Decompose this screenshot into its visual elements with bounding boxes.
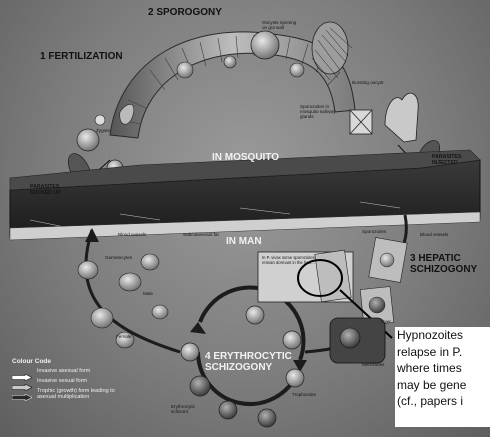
legend-item: Trophic (growth) form leading to asexual… (12, 388, 122, 401)
rbc-5 (181, 343, 199, 361)
legend-label: Invasive sexual form (37, 378, 87, 384)
label-es-2: schizont (171, 409, 188, 414)
legend-item: Invasive asexual form (12, 368, 122, 375)
label-subcutaneous-fat: Subcutaneous fat (183, 232, 219, 237)
region-mosquito: IN MOSQUITO (212, 153, 279, 164)
stage-erythrocytic: 4 ERYTHROCYTIC SCHIZOGONY (205, 352, 292, 373)
gametocyte-female (91, 308, 113, 328)
stage-sporogony: 2 SPOROGONY (148, 8, 222, 19)
callout-line: (cf., papers i (397, 393, 490, 410)
hypnozoite-callout: Hypnozoites relapse in P. where times ma… (395, 327, 490, 427)
legend-label: Trophic (growth) form leading to asexual… (37, 388, 122, 401)
gametocyte-1 (78, 261, 98, 279)
oocyst-2 (177, 62, 193, 78)
label-parasites-injected: PARASITES INJECTED (432, 155, 461, 166)
label-zygote: Zygote (96, 128, 110, 133)
inset-note: In P. vivax some sporozoites remain dorm… (262, 256, 320, 265)
oocyst-3 (224, 56, 236, 68)
label-oocysts-ripening: Oocysts ripening on gut wall (262, 20, 296, 30)
label-blood-vessels-left: Blood vessels (118, 232, 146, 237)
legend-item: Invasive sexual form (12, 378, 122, 385)
label-oocysts-2: on gut wall (262, 25, 284, 30)
region-man: IN MAN (226, 237, 262, 248)
stage-erythrocytic-line1: 4 ERYTHROCYTIC (205, 351, 292, 362)
label-parasites-sucked-2: SUCKED UP (30, 190, 61, 196)
label-sporozoites: Sporozoites (362, 229, 386, 234)
label-male: Male (143, 291, 153, 296)
rbc-schizont (190, 376, 210, 396)
callout-line: Hypnozoites (397, 327, 490, 344)
label-trophozoite: Trophozoite (292, 392, 316, 397)
stage-hepatic-line1: 3 HEPATIC (410, 253, 461, 264)
rbc-1 (246, 306, 264, 324)
gametocyte-2 (119, 273, 141, 291)
label-parasites-injected-2: INJECTED (432, 160, 458, 166)
label-blood-vessels-right: Blood vessels (420, 232, 448, 237)
rbc-3 (258, 409, 276, 427)
legend-arrow-icon (12, 378, 32, 385)
rbc-2 (283, 331, 301, 349)
rbc-4 (219, 401, 237, 419)
label-liver: Liver (381, 319, 391, 324)
legend-arrow-icon (12, 388, 32, 395)
callout-line: where times (397, 360, 490, 377)
label-sporozoites-glands: Sporozoites in mosquito salivary glands (300, 104, 336, 119)
stage-hepatic-line2: SCHIZOGONY (410, 264, 477, 275)
gametocyte-path (86, 230, 180, 352)
callout-line: relapse in P. (397, 344, 490, 361)
salivary-gland (385, 93, 418, 142)
zygote-cell (95, 115, 105, 125)
callout-line: may be gene (397, 377, 490, 394)
label-merozoites: Merozoites (362, 362, 384, 367)
bursting-oocyst (312, 22, 348, 74)
colour-code-legend: Colour Code Invasive asexual form Invasi… (12, 358, 122, 404)
legend-arrow-icon (12, 368, 32, 375)
stage-fertilization: 1 FERTILIZATION (40, 52, 123, 63)
oocyst-1 (251, 31, 279, 59)
liver-cell-grid (315, 238, 407, 326)
stage-hepatic: 3 HEPATIC SCHIZOGONY (410, 254, 477, 275)
label-erythrocytic-schizont: Erythrocytic schizont (171, 404, 195, 414)
oocyst-4 (290, 63, 304, 77)
gametocyte-4 (152, 305, 168, 319)
legend-title: Colour Code (12, 358, 122, 365)
label-parasites-sucked: PARASITES SUCKED UP (30, 185, 61, 196)
merozoite-release (340, 328, 360, 348)
label-female: Female (116, 334, 131, 339)
label-spg-3: glands (300, 114, 314, 119)
gametocyte-male (141, 254, 159, 270)
label-bursting-oocyst: Bursting oocyst (352, 80, 383, 85)
legend-label: Invasive asexual form (37, 368, 90, 374)
stage-erythrocytic-line2: SCHIZOGONY (205, 362, 272, 373)
label-gametocytes: Gametocytes (105, 255, 132, 260)
